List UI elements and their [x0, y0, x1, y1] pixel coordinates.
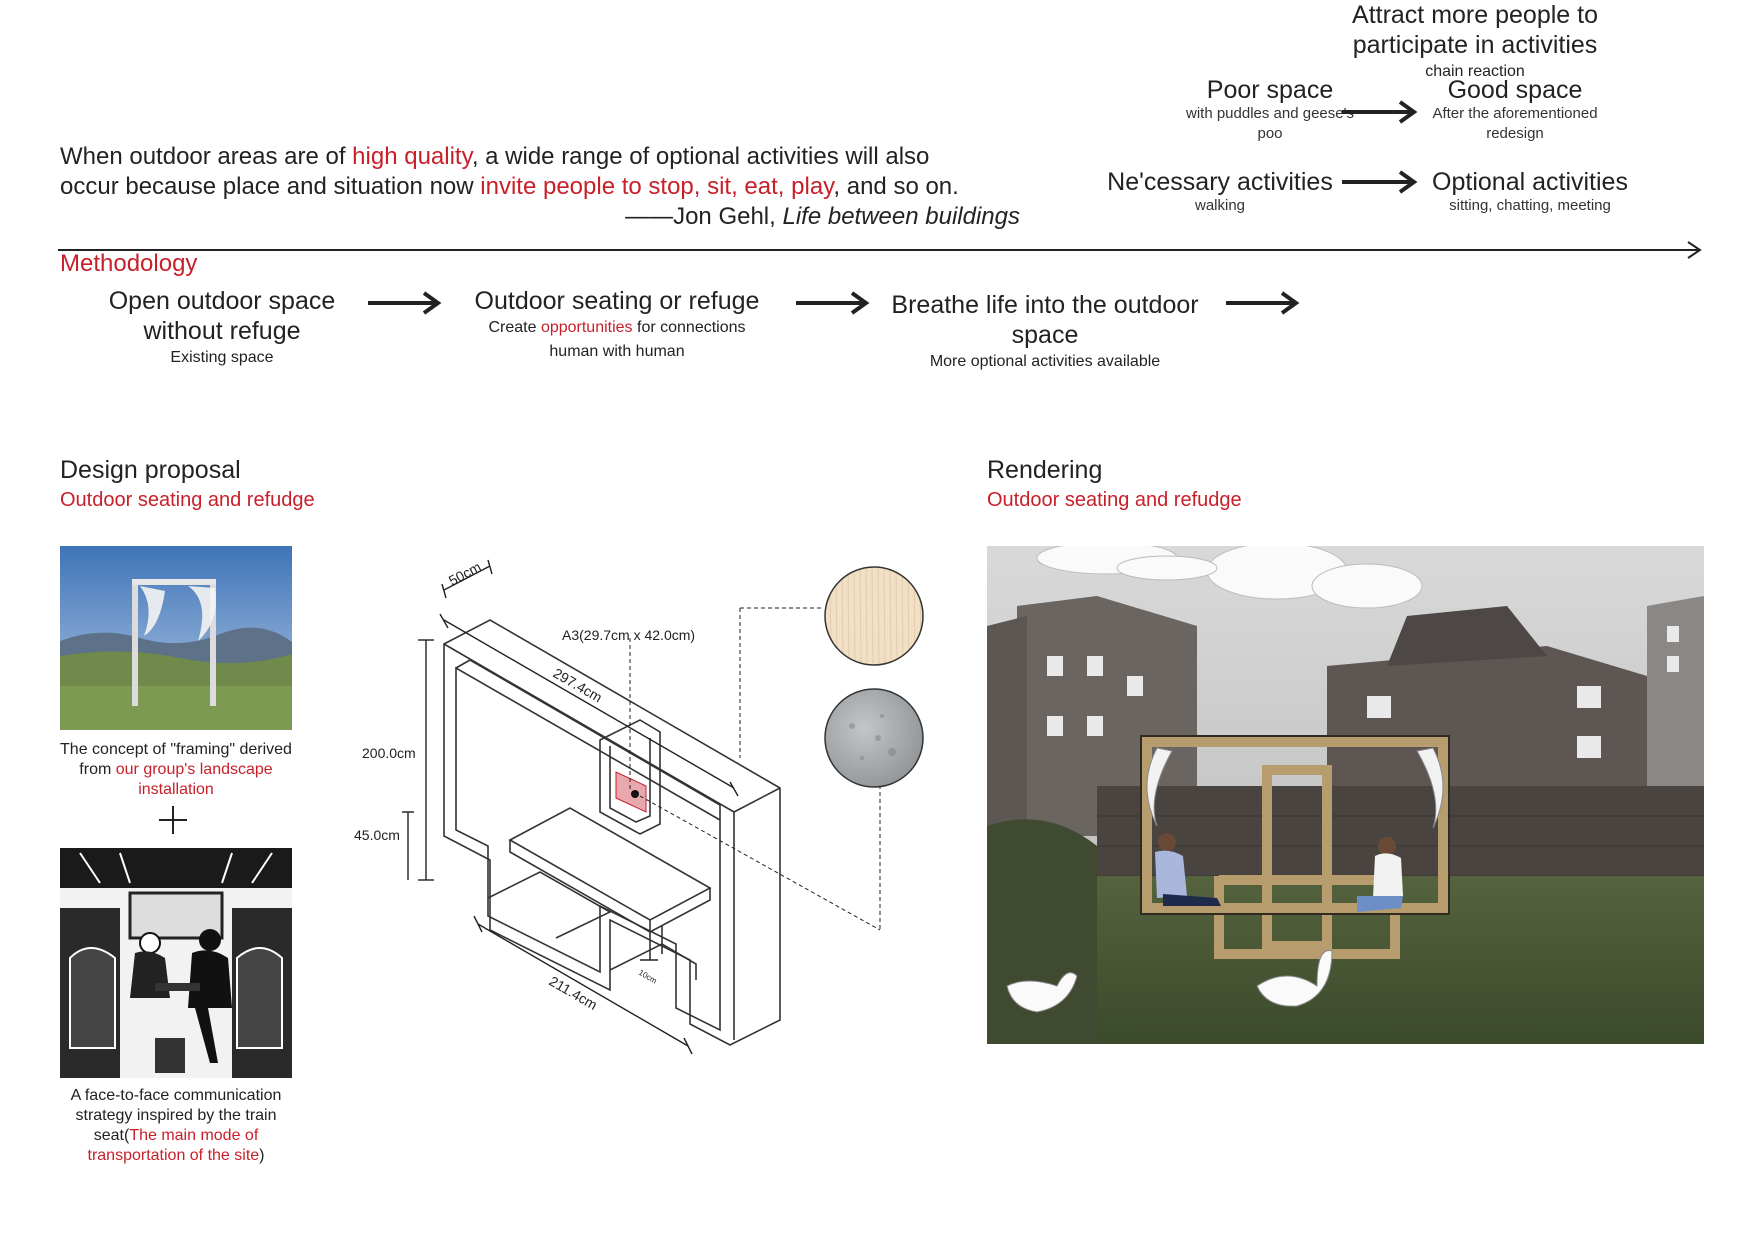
necessary-activities-title: Ne'cessary activities: [1107, 168, 1333, 196]
quote-text: occur because place and situation now: [60, 173, 481, 200]
dim-depth-label: 50cm: [446, 558, 484, 588]
rendering-title: Rendering: [987, 456, 1103, 484]
poor-space-title: Poor space: [1206, 76, 1334, 104]
quote-book: Life between buildings: [782, 203, 1020, 230]
good-space-title: Good space: [1447, 76, 1583, 104]
caption-framing: The concept of "framing" derived from ou…: [60, 741, 292, 798]
method-step-3: Breathe life into the outdoor space More…: [880, 290, 1210, 374]
quote-text: , a wide range of optional activities wi…: [471, 143, 930, 170]
rendering-header: Rendering Outdoor seating and refudge: [987, 456, 1242, 512]
dim-height-label: 200.0cm: [362, 745, 416, 761]
caption-train-seat: A face-to-face communication strategy in…: [70, 1087, 282, 1164]
quote-highlight: invite people to stop, sit, eat, play: [480, 173, 834, 200]
dim-seat-label: 45.0cm: [354, 827, 400, 843]
necessary-activities-sub: walking: [1194, 197, 1246, 214]
step-sub: Create opportunities for connections hum…: [488, 319, 746, 360]
design-proposal-title: Design proposal: [60, 456, 241, 484]
axonometric-drawing: 50cm A3(29.7cm x 42.0cm) 297.4cm 200.0cm…: [354, 558, 881, 1055]
rendering-photo: [987, 546, 1704, 1044]
step-title: Attract more people to participate in ac…: [1352, 1, 1598, 59]
method-step-2: Outdoor seating or refuge Create opportu…: [452, 286, 782, 364]
step-title: Open outdoor space without refuge: [108, 287, 336, 345]
methodology-title: Methodology: [60, 250, 198, 277]
arrow-right-icon: [368, 291, 442, 315]
concrete-material-swatch: [824, 688, 924, 788]
gehl-quote: When outdoor areas are of high quality, …: [60, 142, 1020, 232]
train-seat-illustration: [60, 848, 292, 1078]
optional-activities-sub: sitting, chatting, meeting: [1449, 197, 1611, 214]
design-proposal-subtitle: Outdoor seating and refudge: [60, 489, 315, 511]
arrow-right-icon: [1342, 170, 1418, 194]
quote-highlight: high quality: [352, 143, 472, 170]
landscape-installation-photo: [60, 546, 292, 730]
quote-text: , and so on.: [833, 173, 959, 200]
good-space-sub: After the aforementioned redesign: [1432, 105, 1598, 142]
poor-space-sub: with puddles and geese's poo: [1186, 105, 1354, 142]
step-sub: chain reaction: [1425, 63, 1525, 80]
arrow-right-icon: [1342, 100, 1418, 124]
step-title: Outdoor seating or refuge: [474, 287, 760, 315]
optional-activities-block: Optional activities sitting, chatting, m…: [1420, 168, 1640, 216]
method-step-1: Open outdoor space without refuge Existi…: [92, 286, 352, 370]
wood-material-swatch: [824, 566, 924, 666]
method-step-4: Attract more people to participate in ac…: [1320, 0, 1630, 84]
good-space-block: Good space After the aforementioned rede…: [1415, 76, 1615, 144]
necessary-activities-block: Ne'cessary activities walking: [1095, 168, 1345, 216]
plus-icon: [159, 806, 187, 834]
timeline-arrow-icon: [58, 241, 1702, 259]
quote-text: When outdoor areas are of: [60, 143, 353, 170]
rendering-subtitle: Outdoor seating and refudge: [987, 489, 1242, 511]
dim-small-label: 10cm: [637, 968, 659, 986]
quote-author: ——Jon Gehl, Life between buildings: [625, 203, 1020, 230]
step-sub: More optional activities available: [929, 353, 1161, 370]
step-title: Breathe life into the outdoor space: [891, 291, 1199, 349]
arrow-right-icon: [796, 291, 870, 315]
optional-activities-title: Optional activities: [1432, 168, 1628, 196]
arrow-right-icon: [1226, 291, 1300, 315]
design-proposal-header: Design proposal Outdoor seating and refu…: [60, 456, 315, 512]
step-sub: Existing space: [170, 349, 274, 366]
poor-space-block: Poor space with puddles and geese's poo: [1185, 76, 1355, 144]
dim-paper-label: A3(29.7cm x 42.0cm): [562, 627, 695, 643]
